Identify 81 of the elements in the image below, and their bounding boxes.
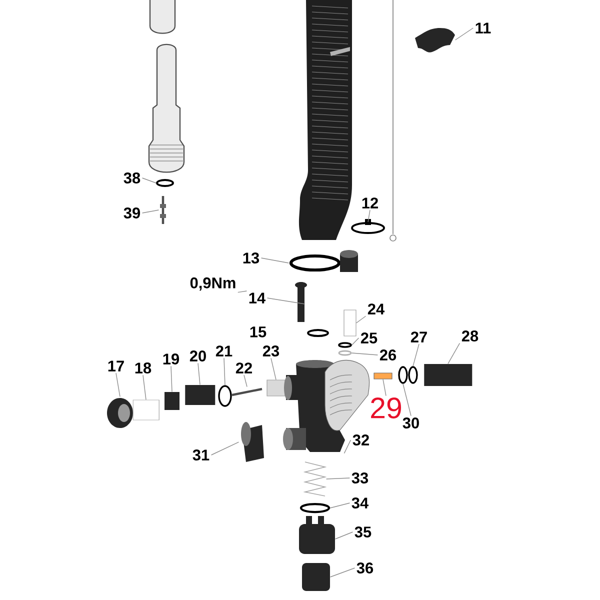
callout-number: 32	[352, 434, 369, 446]
leader-line	[210, 442, 240, 456]
leader-line	[334, 532, 354, 540]
leader-line	[170, 366, 172, 392]
callout-number: 38	[124, 172, 140, 184]
callout-number: 17	[108, 360, 124, 372]
leader-line	[454, 28, 474, 40]
o-ring	[156, 179, 174, 187]
o-ring	[351, 219, 385, 234]
cap-part	[164, 392, 180, 410]
leader-line	[260, 258, 290, 264]
callout-number: 23	[262, 346, 280, 356]
callout-number: 21	[216, 346, 232, 356]
leader-line	[244, 374, 248, 388]
sleeve-part	[302, 563, 330, 592]
fitting-part	[374, 372, 392, 380]
leader-line	[266, 298, 306, 304]
leader-line	[344, 440, 352, 454]
callout-number: 35	[354, 526, 372, 538]
leader-line	[270, 358, 276, 380]
ring-clamp	[289, 250, 358, 272]
valve-insert	[160, 196, 166, 224]
callout-number: 34	[352, 498, 369, 508]
leader-line	[116, 372, 120, 398]
o-ring	[408, 366, 418, 384]
callout-number: 36	[356, 562, 374, 574]
leader-line	[224, 358, 226, 386]
leader-line	[330, 502, 350, 508]
insert-part	[132, 400, 160, 420]
callout-number: 39	[124, 208, 140, 218]
callout-number: 15	[250, 326, 266, 338]
leader-line	[351, 352, 378, 356]
callout-number: 33	[352, 472, 368, 484]
callout-number: 22	[236, 362, 252, 374]
o-ring	[300, 502, 330, 514]
o-ring	[338, 342, 352, 348]
callout-number: 27	[410, 332, 427, 342]
callout-number: 25	[360, 332, 378, 344]
clip-part	[415, 28, 455, 52]
leader-line	[352, 338, 360, 346]
callout-number: 28	[462, 330, 478, 342]
pin-part	[232, 388, 262, 396]
leader-line	[382, 378, 386, 396]
leader-line	[412, 344, 420, 367]
callout-number: 30	[402, 418, 419, 428]
leader-line	[142, 178, 156, 184]
funnel-part	[241, 422, 264, 462]
o-ring	[398, 366, 408, 384]
callout-number: 31	[192, 450, 210, 460]
callout-number: 13	[243, 252, 260, 264]
leader-line	[368, 210, 370, 222]
callout-number: 19	[163, 354, 180, 364]
leader-line	[356, 316, 366, 324]
valve-body	[283, 360, 370, 452]
connector-part	[424, 364, 472, 386]
torque-note: 0,9Nm	[190, 277, 236, 291]
nipple-part	[344, 310, 356, 336]
spring	[303, 462, 327, 496]
leader-line	[330, 568, 356, 578]
callout-number: 18	[135, 362, 152, 374]
leader-line	[448, 342, 460, 364]
callout-number: 14	[249, 292, 266, 304]
callout-number: 11	[476, 22, 491, 34]
callout-number: 24	[368, 304, 385, 314]
leader-line	[402, 384, 412, 416]
o-ring	[218, 385, 232, 407]
callout-number: 26	[380, 350, 396, 360]
leader-line	[326, 478, 350, 480]
callout-number: 20	[190, 350, 206, 362]
plug-part	[185, 385, 216, 405]
washer-part	[338, 350, 352, 356]
callout-number: 12	[362, 198, 378, 208]
cap-part	[299, 516, 335, 554]
callout-number: 29	[371, 398, 402, 418]
sleeve-part	[266, 380, 286, 396]
leader-line	[142, 210, 160, 214]
leader-line	[142, 374, 146, 400]
nut-part	[107, 398, 133, 428]
leader-line	[238, 290, 248, 293]
pin-part	[295, 282, 307, 322]
leader-line	[198, 362, 200, 386]
